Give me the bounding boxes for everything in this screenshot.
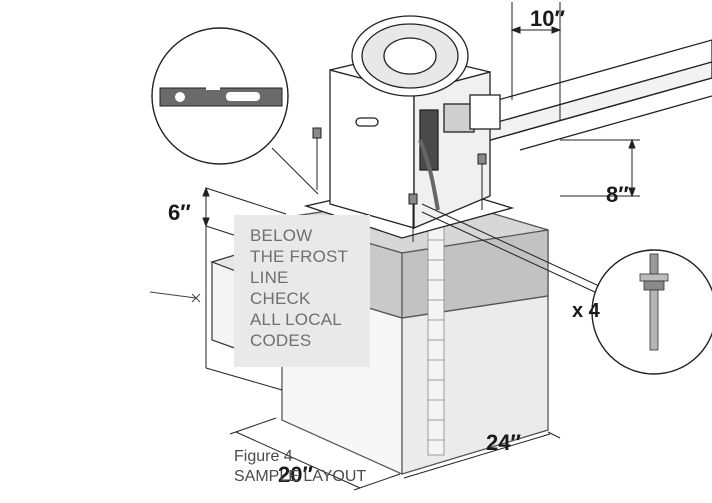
label-24in: 24″ <box>486 430 522 455</box>
anchor-bolts <box>312 127 487 242</box>
frost-line-note <box>234 215 370 367</box>
dimension-8in <box>560 138 640 198</box>
level-callout <box>151 27 319 195</box>
note-line-1: BELOW <box>250 226 313 245</box>
figure-number: Figure 4 <box>234 448 293 465</box>
note-line-3: LINE <box>250 268 289 287</box>
label-quantity: x 4 <box>572 300 600 322</box>
label-6in: 6″ <box>168 200 191 225</box>
gate-rail <box>479 39 712 151</box>
note-line-5: ALL LOCAL <box>250 310 342 329</box>
frost-note-pointer <box>149 291 201 303</box>
figure-title: SAMPLE LAYOUT <box>234 468 367 485</box>
label-20in: 20″ <box>278 462 314 487</box>
conduit <box>427 204 445 456</box>
dimension-10in <box>510 2 562 120</box>
note-line-4: CHECK <box>250 289 311 308</box>
note-line-2: THE FROST <box>250 247 349 266</box>
gate-operator <box>303 15 515 239</box>
dimension-24in <box>403 431 561 479</box>
label-8in: 8″ <box>606 182 629 207</box>
label-10in: 10″ <box>530 6 566 31</box>
dimension-20in <box>229 417 401 491</box>
note-line-6: CODES <box>250 331 312 350</box>
bolt-callout <box>421 203 712 375</box>
